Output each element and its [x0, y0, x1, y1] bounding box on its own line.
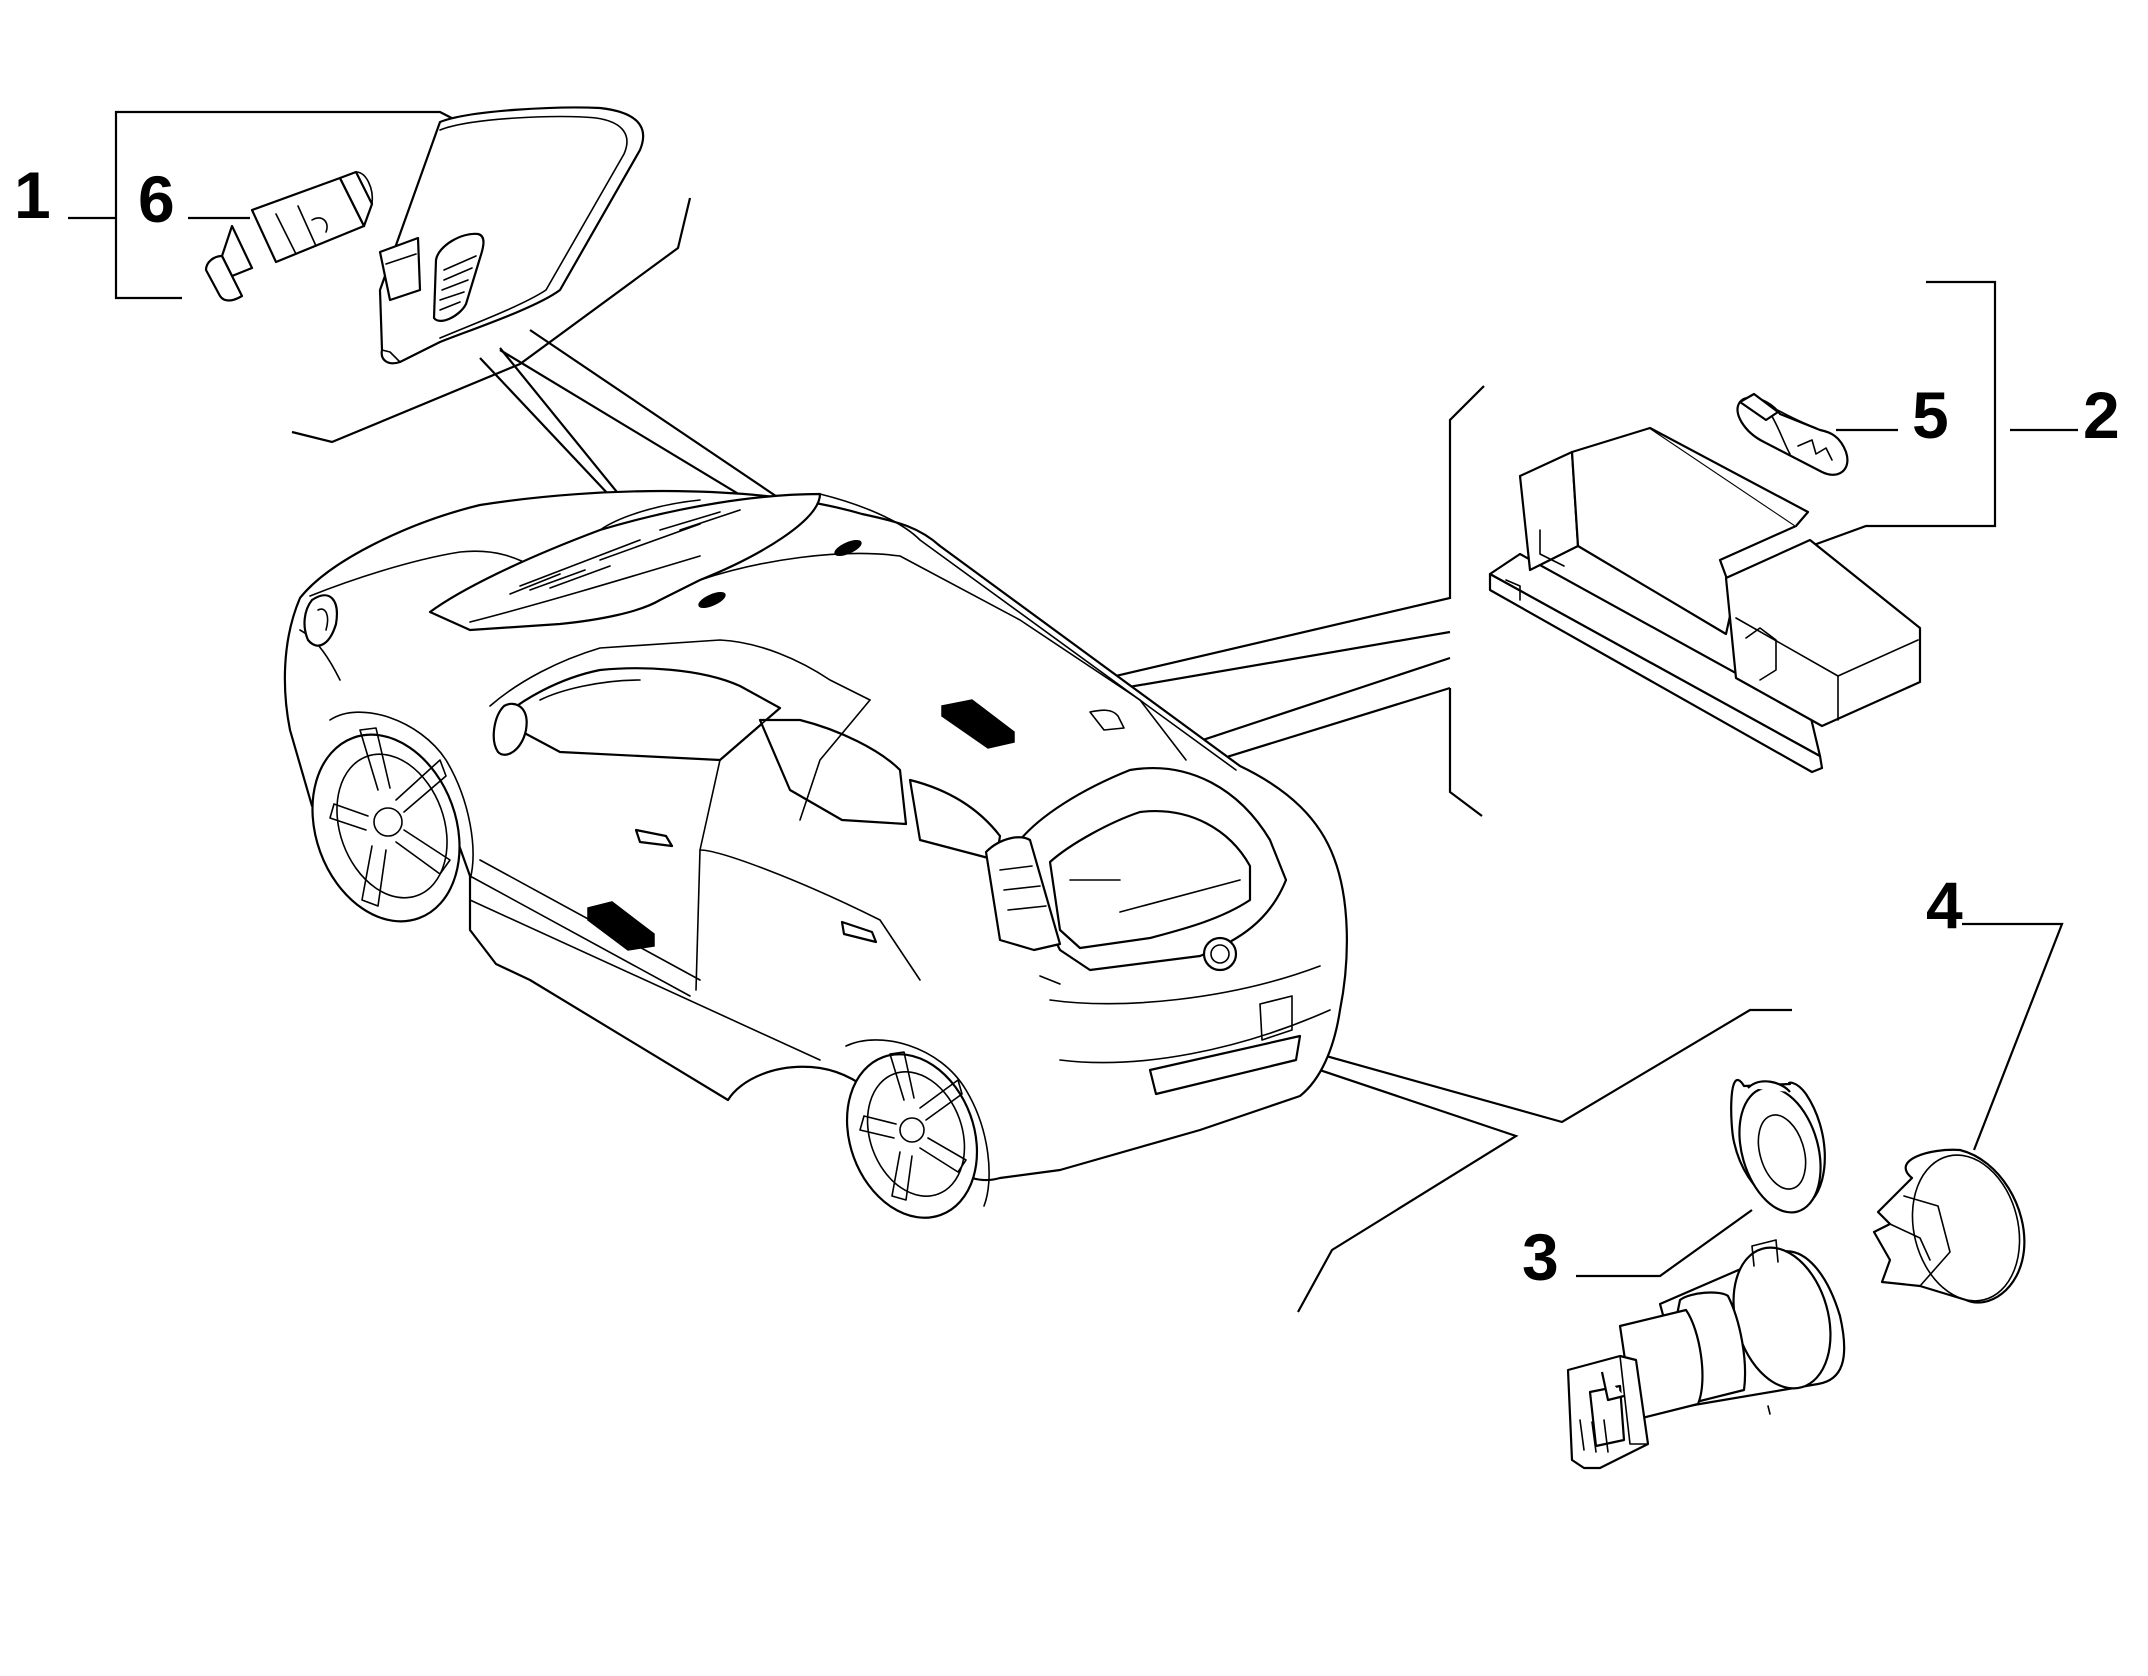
callout-5[interactable]: 5 — [1912, 378, 1949, 452]
power-socket-icon[interactable] — [1566, 1078, 1846, 1470]
callout-1[interactable]: 1 — [14, 158, 51, 232]
callout-3[interactable]: 3 — [1522, 1220, 1559, 1294]
wedge-bulb-icon[interactable] — [1736, 392, 1849, 476]
luggage-compartment-lamp-icon[interactable] — [1488, 426, 1922, 774]
socket-cap-icon[interactable] — [1872, 1144, 2034, 1313]
festoon-bulb-icon[interactable] — [204, 170, 374, 302]
front-courtesy-lamp-icon[interactable] — [378, 106, 645, 365]
callout-6[interactable]: 6 — [138, 162, 175, 236]
car-illustration — [283, 489, 1348, 1219]
callout-4[interactable]: 4 — [1926, 868, 1963, 942]
callout-2[interactable]: 2 — [2083, 378, 2120, 452]
